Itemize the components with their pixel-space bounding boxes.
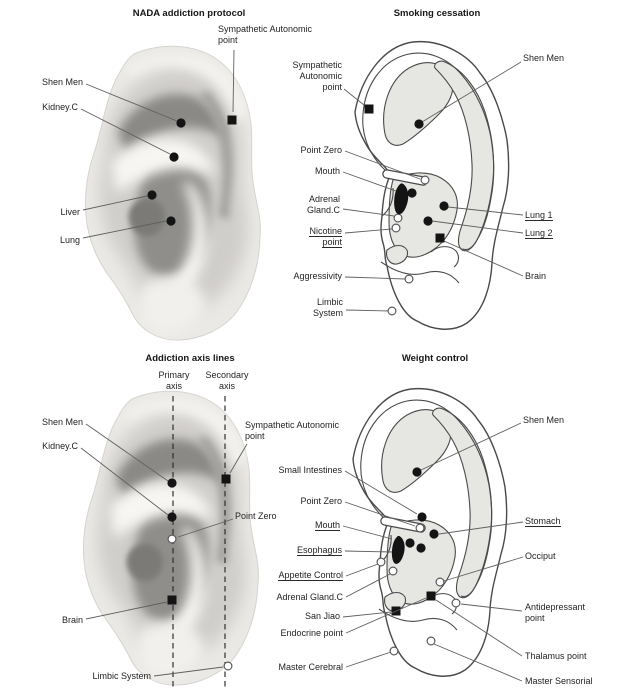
master-sensorial-leader-line bbox=[433, 643, 523, 682]
master-sensorial-marker bbox=[426, 636, 436, 646]
brain-marker bbox=[167, 595, 177, 605]
nicotine-point-marker bbox=[391, 223, 401, 233]
lung-1-marker bbox=[439, 201, 449, 211]
aggressivity-leader-line bbox=[344, 276, 406, 280]
small-intestines-marker bbox=[417, 512, 427, 522]
limbic-system-marker bbox=[223, 661, 233, 671]
kidney-c-leader-line bbox=[80, 108, 171, 155]
sympathetic-autonomic-point-marker bbox=[364, 104, 374, 114]
sympathetic-autonomic-point-marker bbox=[227, 115, 237, 125]
brain-leader-line bbox=[443, 240, 524, 277]
brain-marker bbox=[435, 233, 445, 243]
kidney-c-marker bbox=[169, 152, 179, 162]
appetite-control-leader-line bbox=[345, 563, 379, 577]
mouth-esophagus-zone-marker bbox=[391, 535, 405, 564]
point-zero-leader-line bbox=[344, 150, 421, 180]
antidepressant-point-leader-line bbox=[460, 603, 523, 612]
kidney-c-marker bbox=[167, 512, 177, 522]
lung-1-leader-line bbox=[447, 206, 524, 216]
endocrine-point-marker bbox=[426, 591, 436, 601]
occiput-leader-line bbox=[443, 556, 524, 582]
sympathetic-autonomic-point-leader-line bbox=[343, 88, 365, 106]
liver-leader-line bbox=[82, 195, 148, 211]
point-zero-marker bbox=[420, 175, 430, 185]
aggressivity-marker bbox=[404, 274, 414, 284]
sympathetic-autonomic-point-leader-line bbox=[229, 443, 248, 474]
shen-men-leader-line bbox=[421, 61, 522, 123]
sympathetic-autonomic-point-leader-line bbox=[232, 49, 235, 113]
thalamus-point-leader-line bbox=[435, 599, 523, 657]
shen-men-marker bbox=[412, 467, 422, 477]
master-cerebral-leader-line bbox=[345, 651, 392, 668]
sympathetic-autonomic-point-marker bbox=[221, 474, 231, 484]
point-zero-leader-line bbox=[344, 501, 416, 527]
mouth-zone-marker bbox=[394, 183, 409, 215]
liver-marker bbox=[147, 190, 157, 200]
nada-ear-illustration bbox=[85, 46, 260, 340]
master-cerebral-marker bbox=[389, 646, 399, 656]
stomach-leader-line bbox=[438, 521, 524, 535]
stomach-marker bbox=[429, 529, 439, 539]
lung-2-marker bbox=[423, 216, 433, 226]
san-jiao-leader-line bbox=[342, 611, 392, 618]
shen-men-leader-line bbox=[85, 83, 178, 122]
lung-2-leader-line bbox=[431, 220, 524, 234]
occiput-marker bbox=[435, 577, 445, 587]
shen-men-marker bbox=[176, 118, 186, 128]
appetite-control-marker bbox=[376, 557, 386, 567]
small-intestines-leader-line bbox=[344, 470, 418, 515]
antidepressant-point-marker bbox=[451, 598, 461, 608]
endocrine-point-leader-line bbox=[345, 597, 427, 634]
limbic-system-leader-line bbox=[345, 309, 389, 312]
lung-leader-line bbox=[82, 220, 167, 239]
inner-point-a-marker bbox=[405, 538, 415, 548]
kidney-c-leader-line bbox=[80, 447, 169, 516]
mouth-point-marker bbox=[407, 188, 417, 198]
esophagus-leader-line bbox=[344, 550, 394, 553]
limbic-system-leader-line bbox=[153, 666, 224, 677]
point-zero-marker bbox=[415, 523, 425, 533]
adrenal-gland-c-leader-line bbox=[345, 573, 391, 598]
adrenal-gland-c-marker bbox=[388, 566, 398, 576]
shen-men-leader-line bbox=[420, 422, 522, 471]
nicotine-point-leader-line bbox=[344, 228, 393, 234]
inner-point-b-marker bbox=[416, 543, 426, 553]
brain-leader-line bbox=[85, 601, 168, 620]
adrenal-gland-c-marker bbox=[393, 213, 403, 223]
shen-men-marker bbox=[167, 478, 177, 488]
lung-marker bbox=[166, 216, 176, 226]
shen-men-marker bbox=[414, 119, 424, 129]
mouth-leader-line bbox=[342, 525, 393, 540]
smoking-ear-diagram bbox=[355, 42, 509, 330]
point-zero-marker bbox=[167, 534, 177, 544]
adrenal-gland-c-leader-line bbox=[342, 208, 395, 217]
limbic-system-marker bbox=[387, 306, 397, 316]
mouth-leader-line bbox=[342, 171, 397, 192]
point-zero-leader-line bbox=[177, 518, 234, 538]
shen-men-leader-line bbox=[85, 423, 169, 482]
